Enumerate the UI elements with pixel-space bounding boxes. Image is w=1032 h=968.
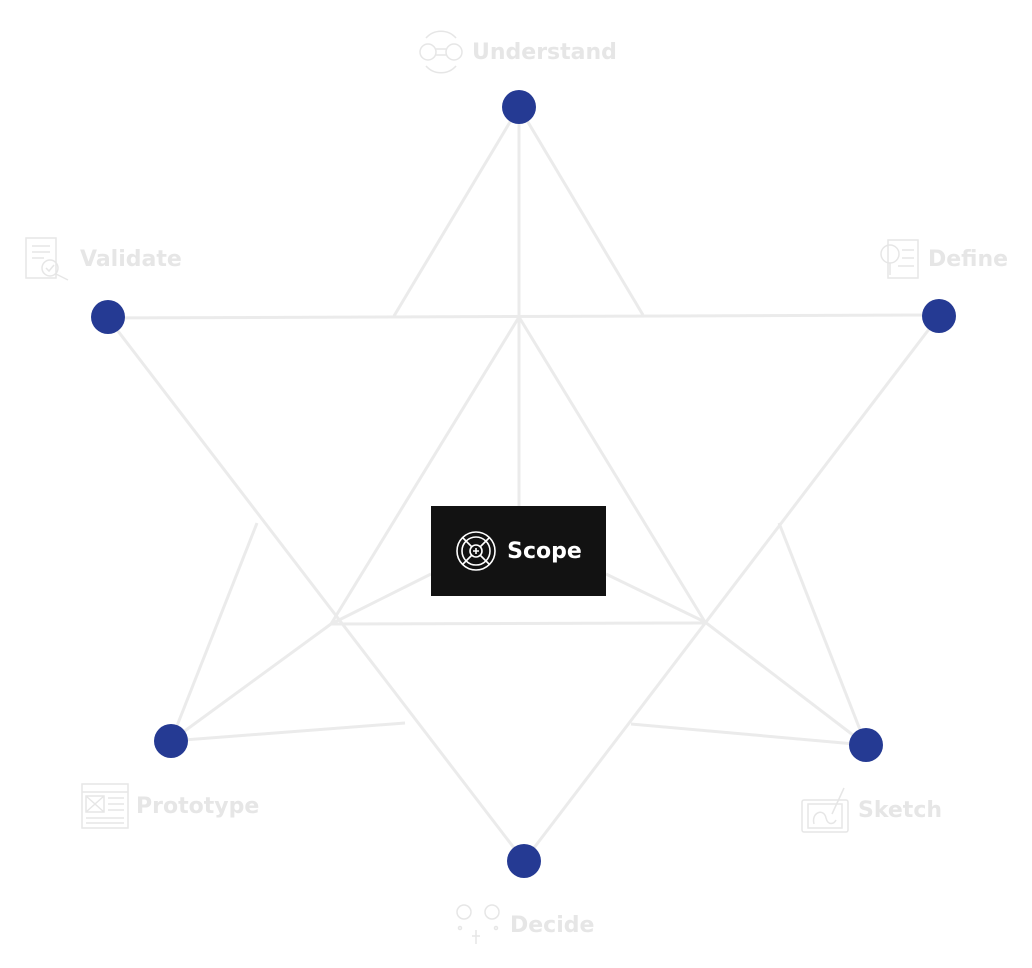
node-validate[interactable] — [91, 300, 125, 334]
stage-label: Understand — [472, 39, 617, 65]
stage-sketch: Sketch — [800, 786, 942, 834]
document-magnifier-icon — [880, 239, 919, 279]
stage-label: Define — [928, 246, 1009, 272]
stage-prototype: Prototype — [80, 782, 259, 830]
node-prototype[interactable] — [154, 724, 188, 758]
stage-label: Prototype — [136, 793, 260, 819]
voting-faces-icon — [456, 904, 500, 944]
node-define[interactable] — [922, 299, 956, 333]
center-label: Scope — [507, 538, 582, 564]
target-icon — [456, 531, 496, 571]
faces-exchange-icon — [419, 30, 463, 74]
wireframe-icon — [81, 783, 129, 829]
stage-label: Decide — [510, 912, 595, 938]
center-scope-box[interactable]: Scope — [431, 506, 606, 596]
drawing-tablet-icon — [801, 787, 849, 833]
node-understand[interactable] — [502, 90, 536, 124]
stage-label: Validate — [80, 246, 182, 272]
stage-validate: Validate — [24, 236, 182, 282]
stage-define: Define — [876, 236, 1008, 282]
stage-label: Sketch — [858, 797, 943, 823]
stage-understand: Understand — [416, 30, 617, 74]
node-decide[interactable] — [507, 844, 541, 878]
stage-decide: Decide — [452, 902, 594, 948]
checked-document-icon — [25, 237, 69, 281]
node-sketch[interactable] — [849, 728, 883, 762]
